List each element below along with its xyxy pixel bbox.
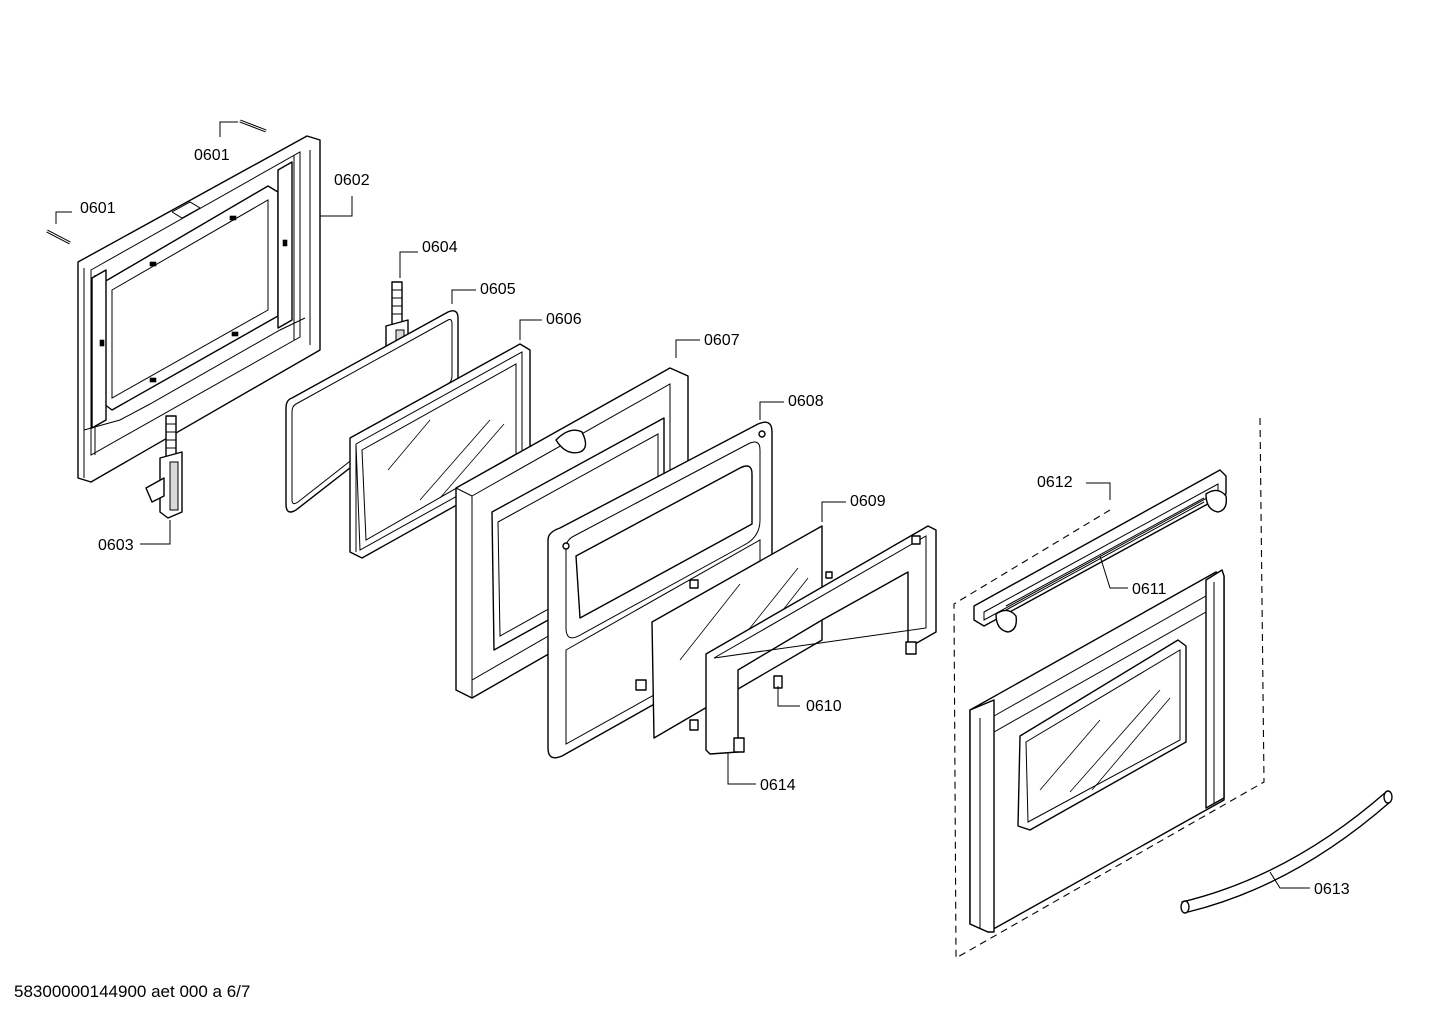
top-door-trim	[973, 469, 1228, 633]
leader-lines	[55, 121, 1310, 889]
inner-door-frame	[77, 135, 321, 483]
part-labels: 0601 0601 0602 0603 0604 0605 0606 0607 …	[80, 147, 1350, 898]
inner-glass-frame	[547, 421, 773, 759]
label-0605: 0605	[480, 281, 516, 298]
label-0601-left: 0601	[80, 200, 116, 217]
outer-door-panel	[969, 569, 1225, 933]
pin-top	[239, 119, 267, 133]
label-0610: 0610	[806, 698, 842, 715]
label-0611: 0611	[1132, 581, 1167, 598]
trim-rail	[1005, 497, 1205, 611]
label-0603: 0603	[98, 537, 134, 554]
label-0608: 0608	[788, 393, 824, 410]
hinge-lower-left	[145, 415, 183, 519]
door-handle	[1180, 790, 1393, 914]
label-0614: 0614	[760, 777, 796, 794]
label-0607: 0607	[704, 332, 740, 349]
outer-door-assembly-outline	[953, 417, 1265, 959]
document-id: 58300000144900 aet 000 a 6/7	[14, 982, 251, 1001]
door-support-bracket	[689, 525, 937, 755]
label-0604: 0604	[422, 239, 458, 256]
label-0609: 0609	[850, 493, 886, 510]
label-0601-top: 0601	[194, 147, 230, 164]
label-0606: 0606	[546, 311, 582, 328]
label-0613: 0613	[1314, 881, 1350, 898]
pin-left	[46, 229, 71, 245]
label-0602: 0602	[334, 172, 370, 189]
label-0612: 0612	[1037, 474, 1073, 491]
